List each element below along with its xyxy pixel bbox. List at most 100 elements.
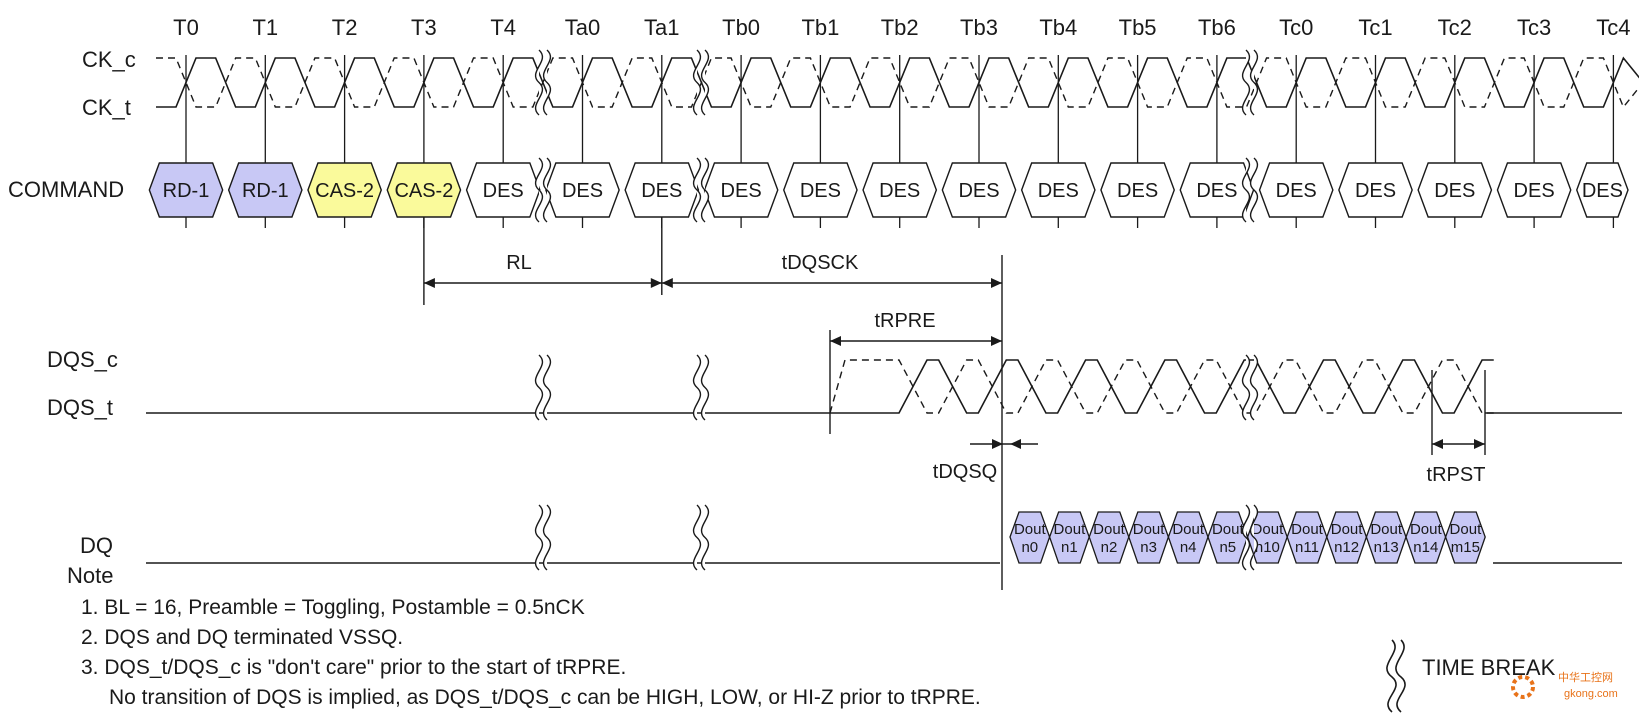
command-label-1: RD-1 xyxy=(242,180,289,202)
tdqsck-label: tDQSCK xyxy=(782,252,859,274)
dq-cell-label-n5: Dout xyxy=(1212,521,1245,538)
command-cell-7 xyxy=(703,162,779,218)
dq-cell-index-n5: n5 xyxy=(1219,539,1236,556)
command-label-8: DES xyxy=(800,180,841,202)
time-break-dqs-1 xyxy=(692,354,710,421)
tick-label-ta0: Ta0 xyxy=(565,15,600,40)
watermark-line-2: gkong.com xyxy=(1564,688,1618,700)
note-3: 3. DQS_t/DQS_c is "don't care" prior to … xyxy=(81,656,626,679)
label-dqs-c: DQS_c xyxy=(47,347,118,372)
command-cell-10 xyxy=(941,162,1017,218)
tick-label-tb3: Tb3 xyxy=(960,15,998,40)
tdqsq-label: tDQSQ xyxy=(933,461,997,483)
dq-cell-label-n13: Dout xyxy=(1370,521,1403,538)
time-break-dqs-2 xyxy=(1241,354,1259,421)
command-label-17: DES xyxy=(1514,180,1555,202)
command-label-16: DES xyxy=(1434,180,1475,202)
ck-c-waveform xyxy=(156,57,1639,109)
tick-label-tb0: Tb0 xyxy=(722,15,760,40)
command-label-11: DES xyxy=(1038,180,1079,202)
command-cell-15 xyxy=(1338,162,1413,218)
rl-arrow-left xyxy=(423,278,435,288)
command-cell-12 xyxy=(1100,162,1175,218)
note-4: No transition of DQS is implied, as DQS_… xyxy=(109,686,981,709)
time-break-symbols xyxy=(534,49,1259,571)
command-label-18: DES xyxy=(1582,180,1623,202)
tick-label-tc3: Tc3 xyxy=(1517,15,1551,40)
command-label-10: DES xyxy=(958,180,999,202)
time-break-clock-1 xyxy=(692,49,710,116)
command-label-2: CAS-2 xyxy=(315,180,374,202)
dq-cell-label-n12: Dout xyxy=(1331,521,1364,538)
rl-arrow-right xyxy=(650,278,662,288)
command-cell-5 xyxy=(545,162,620,218)
dq-cell-m15 xyxy=(1444,511,1486,564)
dqs-waveforms xyxy=(146,359,1622,414)
command-cell-17 xyxy=(1496,162,1572,218)
tick-label-tb1: Tb1 xyxy=(801,15,839,40)
dq-cell-index-n4: n4 xyxy=(1180,539,1197,556)
command-cell-6 xyxy=(624,162,700,218)
tdqsck-arrow-right xyxy=(991,278,1002,288)
label-note: Note xyxy=(67,563,113,588)
time-break-dq-2 xyxy=(1241,504,1259,571)
dq-cell-label-n11: Dout xyxy=(1291,521,1324,538)
label-ck-t: CK_t xyxy=(82,95,131,120)
watermark-line-1: 中华工控网 xyxy=(1558,670,1613,684)
trpst-arrow-left xyxy=(1432,439,1443,449)
dq-cell-label-n14: Dout xyxy=(1410,521,1443,538)
command-label-4: DES xyxy=(483,180,524,202)
label-command: COMMAND xyxy=(8,177,124,202)
time-break-command-0 xyxy=(534,157,552,223)
dq-cell-label-n10: Dout xyxy=(1252,521,1285,538)
dq-cell-index-n0: n0 xyxy=(1021,539,1038,556)
tick-label-t4: T4 xyxy=(490,15,516,40)
dq-bus: Doutn0Doutn1Doutn2Doutn3Doutn4Doutn5Dout… xyxy=(146,511,1622,564)
command-label-12: DES xyxy=(1117,180,1158,202)
trpst-label: tRPST xyxy=(1427,464,1486,486)
tick-label-tc1: Tc1 xyxy=(1358,15,1392,40)
note-2: 2. DQS and DQ terminated VSSQ. xyxy=(81,626,403,649)
time-break-dq-0 xyxy=(534,504,552,571)
dq-cell-index-n2: n2 xyxy=(1101,539,1118,556)
command-cell-2 xyxy=(307,162,382,218)
command-label-9: DES xyxy=(879,180,920,202)
tick-label-ta1: Ta1 xyxy=(644,15,679,40)
tdqsck-arrow-left xyxy=(661,278,673,288)
dqs-c-waveform xyxy=(829,359,1494,414)
timing-annotations xyxy=(423,217,1486,590)
ck-t-waveform xyxy=(156,56,1639,108)
tick-label-t3: T3 xyxy=(411,15,437,40)
tick-label-tc0: Tc0 xyxy=(1279,15,1313,40)
tick-label-tb5: Tb5 xyxy=(1119,15,1157,40)
time-break-legend: TIME BREAK xyxy=(1386,639,1556,713)
tick-label-tb2: Tb2 xyxy=(881,15,919,40)
command-cell-1 xyxy=(227,162,303,218)
command-label-5: DES xyxy=(562,180,603,202)
command-cell-9 xyxy=(862,162,938,218)
command-label-7: DES xyxy=(721,180,762,202)
command-cell-16 xyxy=(1417,162,1493,218)
dq-cell-label-m15: Dout xyxy=(1450,521,1483,538)
time-break-clock-2 xyxy=(1241,49,1259,116)
clock-waveforms xyxy=(156,56,1639,109)
time-break-dq-1 xyxy=(692,504,710,571)
command-label-14: DES xyxy=(1276,180,1317,202)
dq-cell-index-n3: n3 xyxy=(1140,539,1157,556)
command-label-13: DES xyxy=(1196,180,1237,202)
command-cell-0 xyxy=(148,162,224,218)
dq-cell-index-n10: n10 xyxy=(1255,539,1280,556)
command-label-0: RD-1 xyxy=(163,180,210,202)
gear-icon xyxy=(1511,675,1535,699)
dqs-t-waveform xyxy=(830,359,1494,414)
time-break-legend-label: TIME BREAK xyxy=(1422,655,1556,680)
dq-cell-label-n3: Dout xyxy=(1133,521,1166,538)
tdqsq-arrow-left xyxy=(1010,439,1021,449)
label-dqs-t: DQS_t xyxy=(47,395,113,420)
dq-cell-label-n4: Dout xyxy=(1172,521,1205,538)
time-break-clock-0 xyxy=(534,49,552,116)
tick-label-t1: T1 xyxy=(252,15,278,40)
trpre-arrow-left xyxy=(830,336,841,346)
dq-cell-label-n1: Dout xyxy=(1054,521,1087,538)
